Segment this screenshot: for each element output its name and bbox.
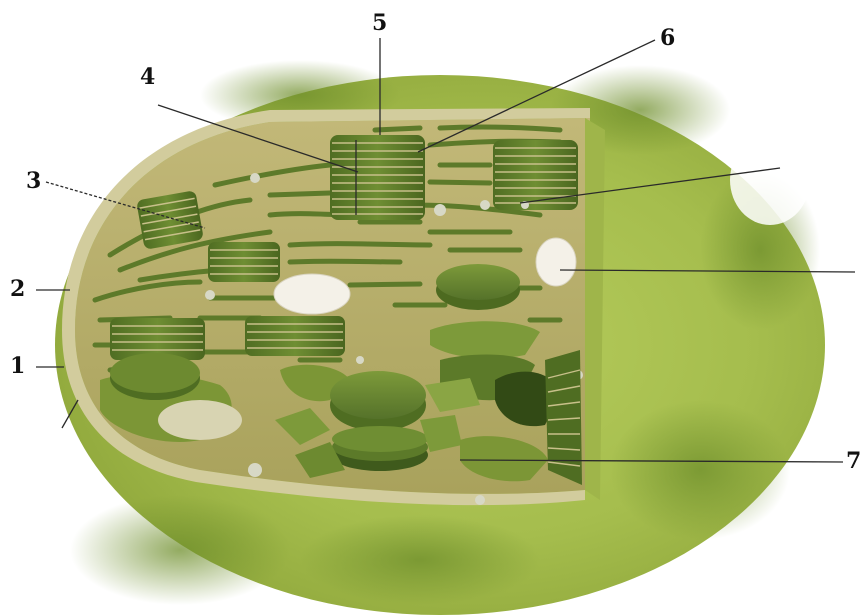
granum-left-small <box>136 190 204 250</box>
label-5: 5 <box>372 10 387 36</box>
granum-center <box>330 135 425 220</box>
label-2: 2 <box>10 276 25 302</box>
label-1: 1 <box>10 353 25 379</box>
granum-lower-mid <box>245 316 345 356</box>
label-4: 4 <box>140 64 155 90</box>
label-6: 6 <box>660 25 675 51</box>
granum-right <box>493 140 578 210</box>
label-3: 3 <box>26 168 41 194</box>
label-7: 7 <box>846 448 860 474</box>
granum-mid-small <box>208 242 280 282</box>
